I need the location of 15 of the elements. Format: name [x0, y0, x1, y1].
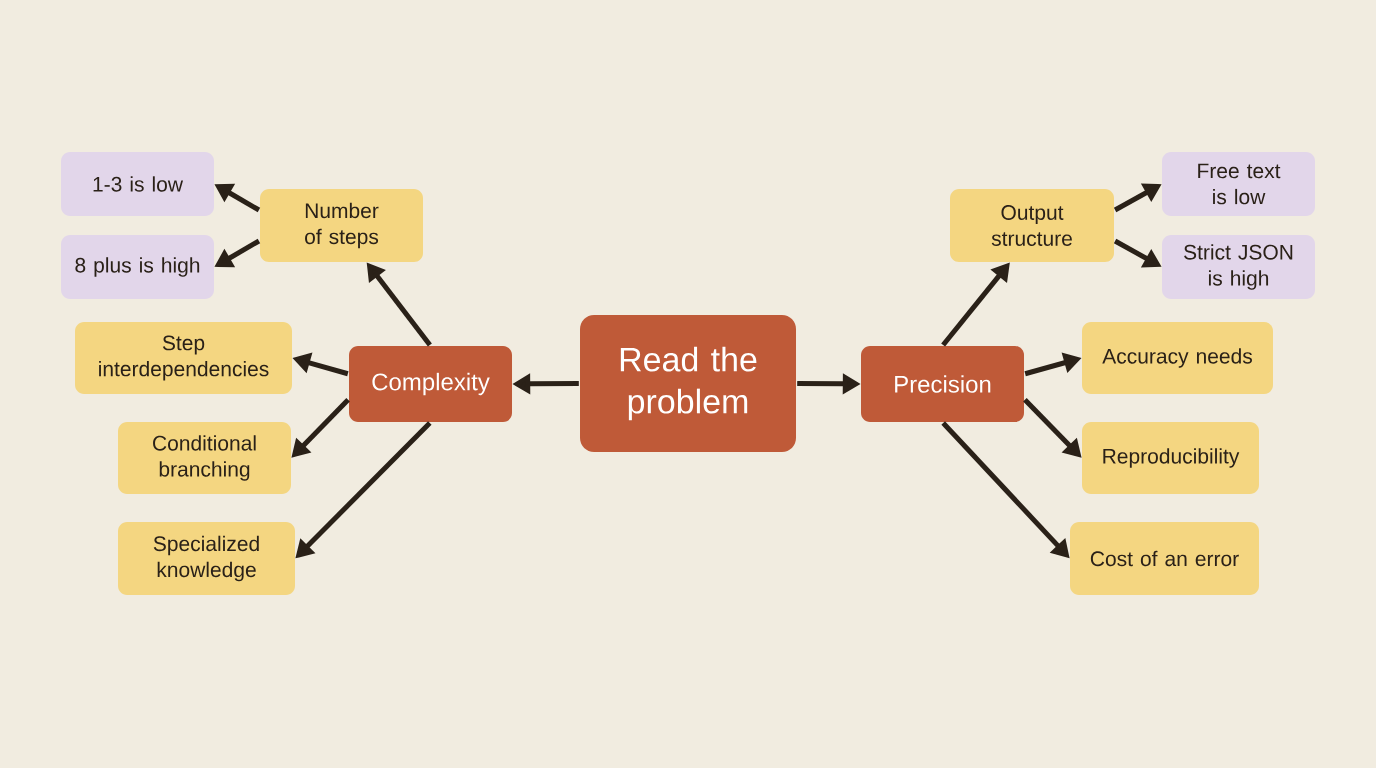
category-box: Complexity: [349, 346, 512, 422]
topic-box: Specialized knowledge: [118, 522, 295, 595]
level-box: 1-3 is low: [61, 152, 214, 216]
topic-box: Reproducibility: [1082, 422, 1259, 494]
category-box: Precision: [861, 346, 1024, 422]
level-box: 8 plus is high: [61, 235, 214, 299]
topic-box: Cost of an error: [1070, 522, 1259, 595]
level-box: Free text is low: [1162, 152, 1315, 216]
topic-box: Accuracy needs: [1082, 322, 1273, 394]
level-box: Strict JSON is high: [1162, 235, 1315, 299]
topic-box: Output structure: [950, 189, 1114, 262]
root-box: Read the problem: [580, 315, 796, 452]
topic-box: Step interdependencies: [75, 322, 292, 394]
topic-box: Number of steps: [260, 189, 423, 262]
topic-box: Conditional branching: [118, 422, 291, 494]
